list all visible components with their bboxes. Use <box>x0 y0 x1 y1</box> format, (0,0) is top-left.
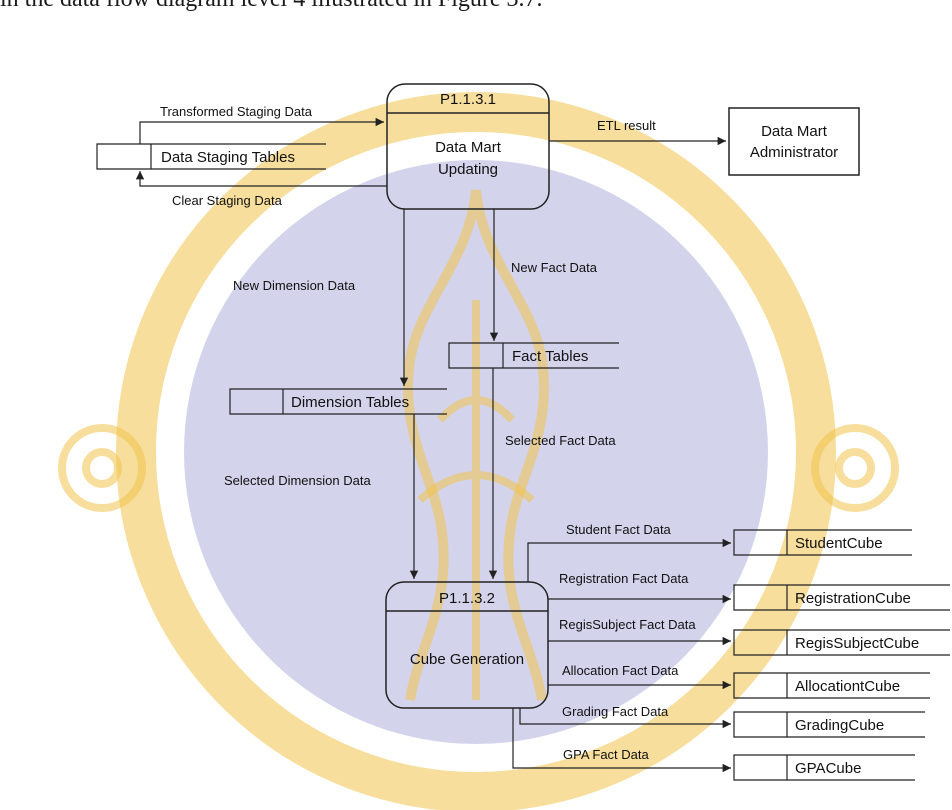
flow-label: ETL result <box>597 118 656 133</box>
flow-selected-fact: Selected Fact Data <box>488 368 616 579</box>
process-box <box>385 581 549 709</box>
process-name: Cube Generation <box>410 651 524 668</box>
store-data-staging-tables: Data Staging Tables <box>96 143 326 170</box>
flow-grading-fact: Grading Fact Data <box>519 704 731 729</box>
flow-label: Registration Fact Data <box>559 571 689 586</box>
flow-label: New Fact Data <box>511 260 598 275</box>
flow-label: Selected Fact Data <box>505 433 616 448</box>
flow-label: Selected Dimension Data <box>224 473 371 488</box>
process-name-line1: Data Mart <box>435 139 502 156</box>
flow-label: Clear Staging Data <box>172 193 283 208</box>
store-gpa-cube: GPACube <box>733 754 915 781</box>
flow-label: Allocation Fact Data <box>562 663 679 678</box>
store-label: Fact Tables <box>512 348 588 365</box>
store-label: StudentCube <box>795 535 883 552</box>
process-cube-generation: P1.1.3.2 Cube Generation <box>385 581 549 709</box>
store-label: Data Staging Tables <box>161 149 295 166</box>
flow-transformed-staging: Transformed Staging Data <box>139 104 384 144</box>
flow-regis-subject-fact: RegisSubject Fact Data <box>548 617 731 646</box>
watermark-emblem-detail <box>417 300 535 700</box>
flow-student-fact: Student Fact Data <box>527 522 731 582</box>
entity-box <box>728 107 860 176</box>
header-text: in the data flow diagram level 4 illustr… <box>0 0 543 13</box>
store-label: RegistrationCube <box>795 590 911 607</box>
flow-etl-result: ETL result <box>549 118 726 146</box>
store-label: GPACube <box>795 760 861 777</box>
store-label: RegisSubjectCube <box>795 635 919 652</box>
flow-selected-dimension: Selected Dimension Data <box>224 414 419 579</box>
store-allocation-cube: AllocationtCube <box>733 672 930 699</box>
flow-label: RegisSubject Fact Data <box>559 617 696 632</box>
entity-name-line1: Data Mart <box>761 123 828 140</box>
flow-label: New Dimension Data <box>233 278 356 293</box>
flow-label: Student Fact Data <box>566 522 672 537</box>
flow-label: Transformed Staging Data <box>160 104 313 119</box>
flow-label: GPA Fact Data <box>563 747 650 762</box>
flow-new-fact: New Fact Data <box>489 209 598 341</box>
watermark-flower-left <box>58 424 146 512</box>
store-fact-tables: Fact Tables <box>448 342 619 369</box>
flow-label: Grading Fact Data <box>562 704 669 719</box>
process-id: P1.1.3.1 <box>440 91 496 108</box>
store-grading-cube: GradingCube <box>733 711 925 738</box>
external-entity-administrator: Data Mart Administrator <box>728 107 860 176</box>
process-id: P1.1.3.2 <box>439 590 495 607</box>
flow-gpa-fact: GPA Fact Data <box>512 708 731 773</box>
process-name-line2: Updating <box>438 161 498 178</box>
store-student-cube: StudentCube <box>733 529 912 556</box>
store-registration-cube: RegistrationCube <box>733 584 950 611</box>
store-dimension-tables: Dimension Tables <box>229 388 447 415</box>
flow-registration-fact: Registration Fact Data <box>548 571 731 604</box>
flow-allocation-fact: Allocation Fact Data <box>548 663 731 690</box>
store-label: GradingCube <box>795 717 884 734</box>
watermark-flower-right <box>811 424 899 512</box>
store-regis-subject-cube: RegisSubjectCube <box>733 629 950 656</box>
watermark-seal <box>58 92 899 810</box>
flow-new-dimension: New Dimension Data <box>233 209 409 386</box>
store-label: Dimension Tables <box>291 394 409 411</box>
process-data-mart-updating: P1.1.3.1 Data Mart Updating <box>386 83 550 210</box>
flow-clear-staging: Clear Staging Data <box>135 171 387 208</box>
process-box <box>386 83 550 210</box>
store-label: AllocationtCube <box>795 678 900 695</box>
entity-name-line2: Administrator <box>750 144 838 161</box>
watermark-emblem <box>402 189 550 701</box>
